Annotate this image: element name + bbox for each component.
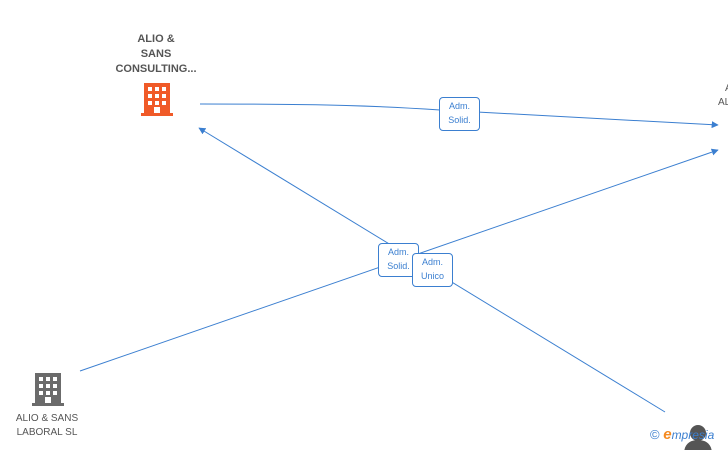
company-name-label[interactable]: ALIO & SANS CONSULTING... <box>115 33 197 75</box>
edge-consulting-to-right <box>199 103 719 129</box>
building-icon[interactable] <box>141 83 173 116</box>
copyright-symbol: © <box>650 427 660 442</box>
brand-logo-e: e <box>663 426 672 443</box>
brand-logo-text: mpresia <box>671 428 715 442</box>
company-name-label[interactable]: ALIO & SANS LABORAL SL <box>15 413 79 438</box>
copyright-watermark: © empresia <box>650 426 714 448</box>
person-icon[interactable] <box>684 425 712 450</box>
building-icon[interactable] <box>32 373 64 406</box>
edge-role-label: Adm. Solid. <box>439 97 480 131</box>
edge-role-label: Adm. Unico <box>412 253 453 287</box>
offscreen-node-label[interactable]: A AL <box>718 83 728 108</box>
